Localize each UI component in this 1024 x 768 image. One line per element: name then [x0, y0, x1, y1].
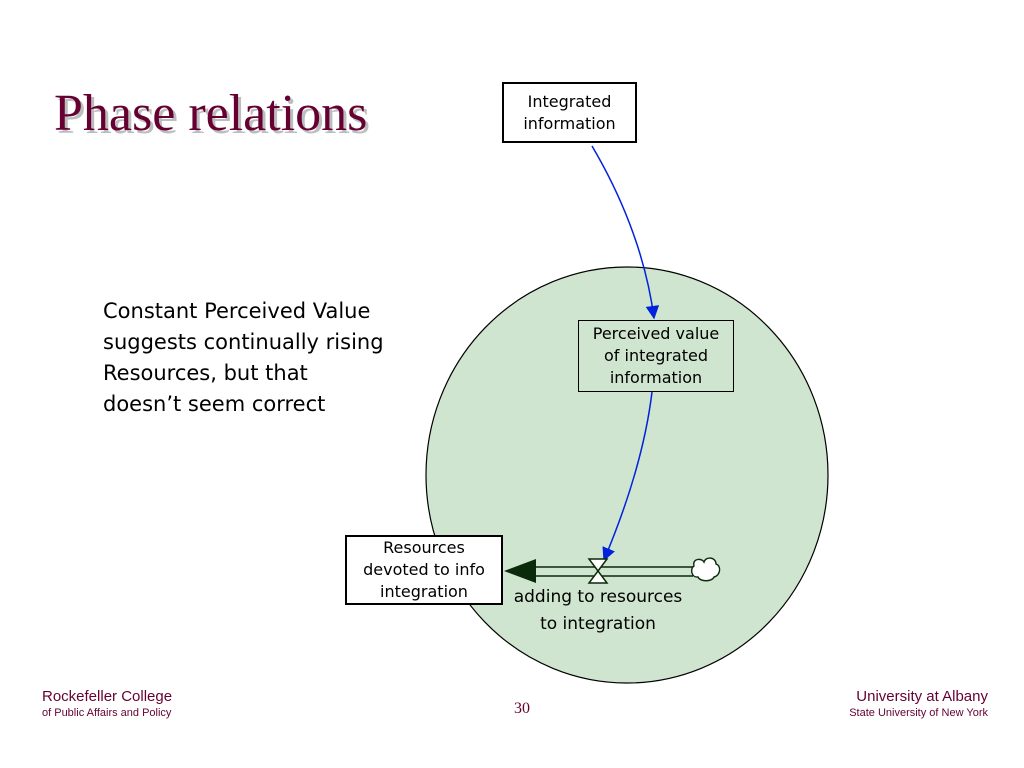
page-number: 30	[514, 700, 530, 717]
box-label-line: of integrated	[603, 346, 709, 365]
box-label-line: integration	[380, 582, 468, 601]
flow-label-line: adding to resources	[513, 587, 683, 607]
body-line: Constant Perceived Value	[103, 299, 371, 323]
body-line: doesn’t seem correct	[103, 392, 326, 416]
cloud-source-icon	[690, 557, 721, 582]
body-text: Constant Perceived Value suggests contin…	[103, 296, 433, 420]
stock-integrated-information: Integrated information	[502, 82, 637, 143]
footer-college-name: Rockefeller College	[42, 688, 173, 705]
link-arrow-perceived-to-valve	[602, 391, 653, 562]
body-line: Resources, but that	[103, 361, 308, 385]
flow-label-line: to integration	[540, 614, 656, 634]
box-label-line: Resources	[383, 538, 465, 557]
footer-right: University at Albany State University of…	[849, 688, 988, 719]
box-label-line: Perceived value	[592, 324, 720, 343]
body-line: suggests continually rising	[103, 330, 384, 354]
footer-college-subtitle: of Public Affairs and Policy	[42, 707, 172, 719]
flow-arrowhead-icon	[504, 559, 536, 583]
box-label-line: information	[609, 368, 703, 387]
stock-resources-devoted: Resources devoted to info integration	[345, 535, 503, 605]
footer-left: Rockefeller College of Public Affairs an…	[42, 688, 172, 719]
box-label-line: devoted to info	[363, 560, 485, 579]
footer-university-subtitle: State University of New York	[849, 707, 988, 719]
link-arrow-integrated-to-perceived	[591, 145, 660, 320]
box-label-line: information	[523, 113, 616, 133]
slide-title: Phase relations	[54, 85, 368, 142]
box-label-line: Integrated	[527, 91, 612, 111]
footer-university-name: University at Albany	[856, 688, 988, 705]
stock-perceived-value: Perceived value of integrated informatio…	[578, 320, 734, 392]
flow-label: adding to resources to integration	[500, 584, 696, 638]
valve-icon	[587, 558, 609, 584]
